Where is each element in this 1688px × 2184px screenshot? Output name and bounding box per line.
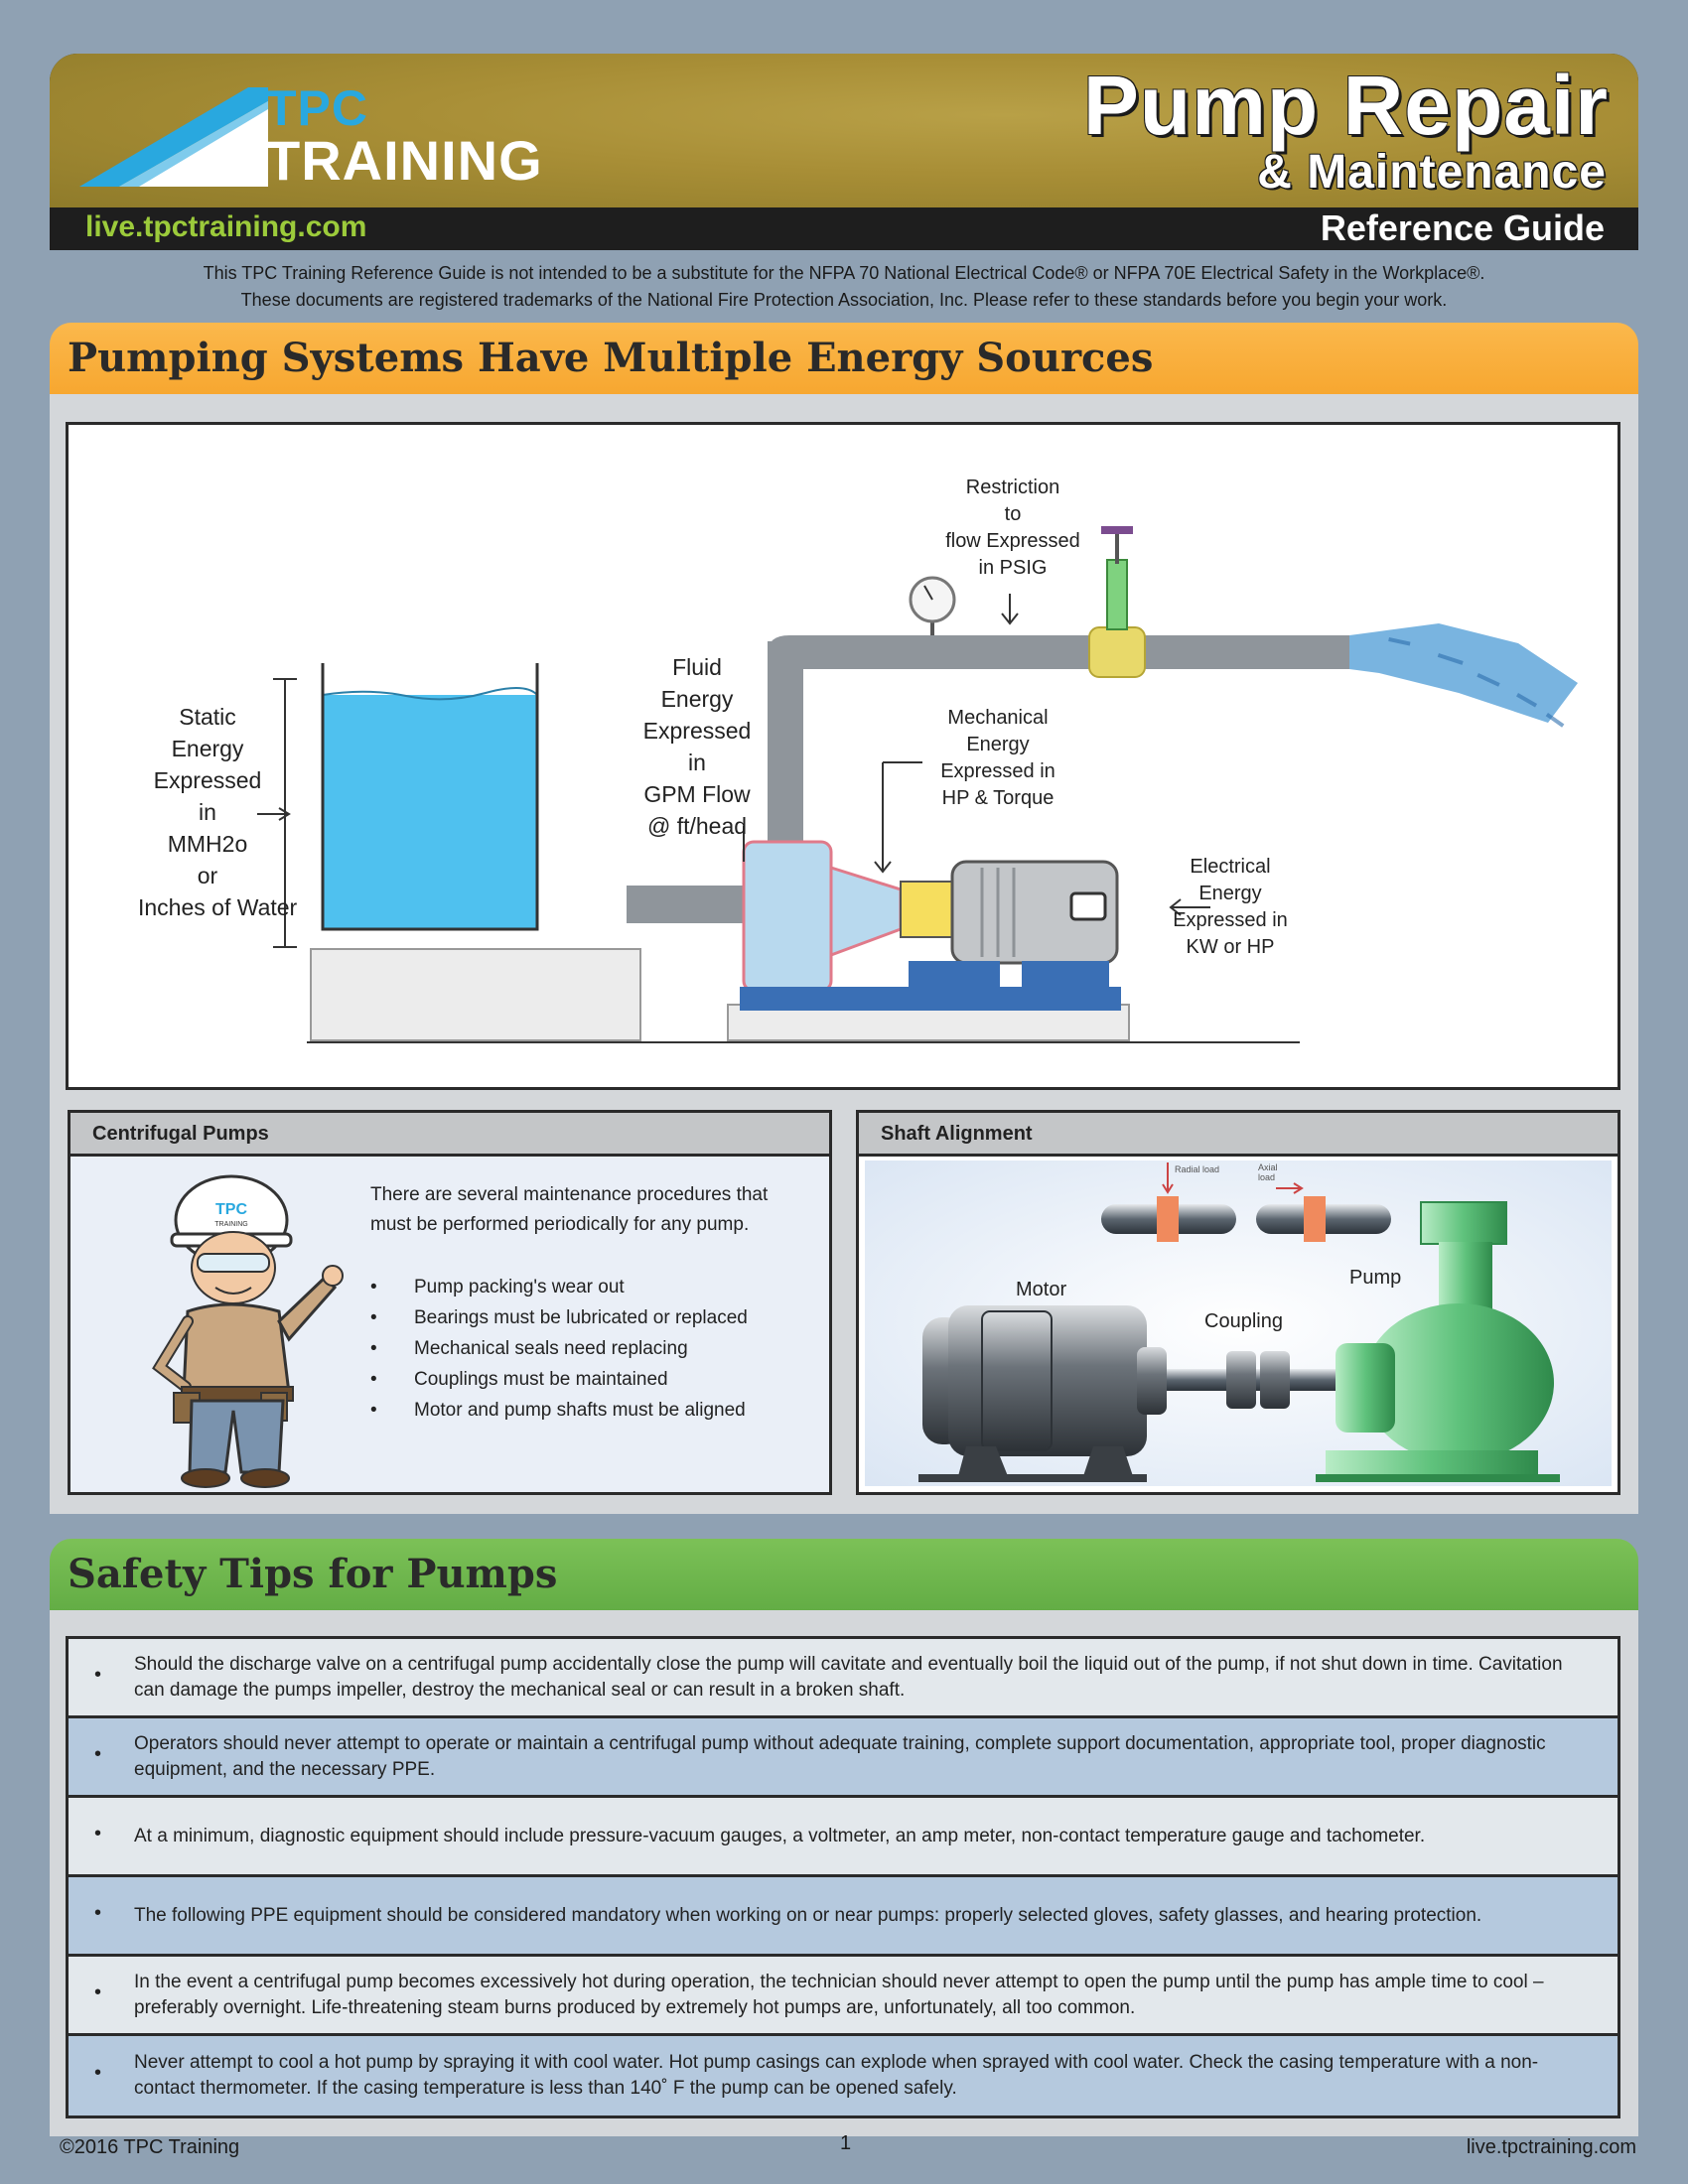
restriction-label: Restriction to flow Expressed in PSIG [928, 475, 1097, 582]
helmet-logo-subtext: TRAINING [214, 1221, 247, 1228]
header-bar [50, 207, 1638, 250]
centrifugal-pumps-body: TPC TRAINING There are several maintenan… [70, 1157, 829, 1492]
fluid-energy-line: @ ft/head [646, 813, 748, 839]
safety-tips-title: Safety Tips for Pumps [68, 1551, 558, 1597]
fluid-energy-line: Expressed [642, 718, 752, 744]
mechanical-energy-line: Energy [966, 734, 1030, 755]
centrifugal-pumps-header: Centrifugal Pumps [70, 1113, 829, 1157]
axial-load-label: Axial [1258, 1162, 1278, 1172]
list-item: Mechanical seals need replacing [370, 1333, 748, 1364]
page-number: 1 [840, 2132, 852, 2154]
bullet-icon: • [94, 1742, 102, 1765]
disclaimer: This TPC Training Reference Guide is not… [50, 260, 1638, 314]
pumping-system-illustration [257, 526, 1578, 1043]
static-energy-line: Inches of Water [138, 894, 298, 920]
safety-tips-list: • Should the discharge valve on a centri… [66, 1636, 1620, 2118]
list-item: • The following PPE equipment should be … [69, 1877, 1618, 1957]
tpc-logo-icon [79, 87, 268, 187]
electrical-energy-label: Electrical Energy Expressed in KW or HP [1121, 854, 1339, 961]
mechanical-energy-line: Expressed in [940, 760, 1055, 782]
tip-text: In the event a centrifugal pump becomes … [134, 1971, 1544, 2018]
tip-text: Should the discharge valve on a centrifu… [134, 1653, 1563, 1701]
list-item: • Operators should never attempt to oper… [69, 1718, 1618, 1798]
motor-label: Motor [1016, 1279, 1066, 1300]
mechanical-energy-line: Mechanical [947, 707, 1049, 729]
centrifugal-intro-text: There are several maintenance procedures… [370, 1184, 769, 1235]
bullet-icon: • [94, 1980, 102, 2003]
logo-training-text: TRAINING [266, 129, 543, 192]
static-energy-line: in [199, 799, 216, 825]
energy-sources-title: Pumping Systems Have Multiple Energy Sou… [68, 335, 1154, 381]
coupling-label: Coupling [1204, 1310, 1283, 1332]
footer-copyright: ©2016 TPC Training [60, 2136, 240, 2158]
bullet-icon: • [94, 2062, 102, 2085]
radial-load-label: Radial load [1175, 1164, 1219, 1174]
header-site-link[interactable]: live.tpctraining.com [85, 210, 367, 243]
restriction-line: Restriction [965, 477, 1060, 498]
list-item: • Should the discharge valve on a centri… [69, 1639, 1618, 1718]
disclaimer-line-1: This TPC Training Reference Guide is not… [203, 263, 1485, 283]
list-item: Motor and pump shafts must be aligned [370, 1395, 748, 1426]
energy-sources-header: Pumping Systems Have Multiple Energy Sou… [50, 323, 1638, 394]
footer-site-link[interactable]: live.tpctraining.com [1466, 2136, 1636, 2158]
electrical-energy-line: Energy [1198, 883, 1262, 904]
fluid-energy-label: Fluid Energy Expressed in GPM Flow @ ft/… [631, 651, 764, 842]
safety-tips-header: Safety Tips for Pumps [50, 1539, 1638, 1610]
list-item: Bearings must be lubricated or replaced [370, 1302, 748, 1333]
static-energy-line: Static [179, 704, 236, 730]
centrifugal-pumps-panel: Centrifugal Pumps TPC TRAINING [68, 1110, 832, 1495]
pumping-system-diagram: Static Energy Expressed in MMH2o or Inch… [66, 422, 1620, 1090]
static-energy-line: or [197, 863, 218, 888]
static-energy-label: Static Energy Expressed in MMH2o or Inch… [138, 701, 298, 923]
bullet-icon: • [94, 1822, 102, 1844]
restriction-line: in PSIG [978, 557, 1048, 579]
fluid-energy-line: GPM Flow [643, 781, 751, 807]
list-item: Pump packing's wear out [370, 1272, 748, 1302]
page-subtitle: & Maintenance [1257, 146, 1607, 199]
header-banner [50, 54, 1638, 207]
page-title: Pump Repair [1082, 59, 1609, 152]
list-item: • At a minimum, diagnostic equipment sho… [69, 1798, 1618, 1877]
reference-guide-label: Reference Guide [1320, 207, 1605, 248]
axial-load-label-2: load [1258, 1172, 1275, 1182]
static-energy-line: Expressed [153, 767, 262, 793]
mechanical-energy-label: Mechanical Energy Expressed in HP & Torq… [909, 705, 1087, 812]
fluid-energy-line: Energy [660, 686, 734, 712]
mechanical-energy-line: HP & Torque [941, 787, 1055, 809]
tip-text: The following PPE equipment should be co… [134, 1904, 1482, 1926]
electrical-energy-line: KW or HP [1186, 936, 1275, 958]
tip-text: Never attempt to cool a hot pump by spra… [134, 2052, 1539, 2099]
list-item: • Never attempt to cool a hot pump by sp… [69, 2036, 1618, 2116]
bullet-icon: • [94, 1901, 102, 1924]
static-energy-line: Energy [171, 736, 244, 761]
page-header: TPC TRAINING live.tpctraining.com Pump R… [50, 54, 1638, 250]
list-item: Couplings must be maintained [370, 1364, 748, 1395]
shaft-alignment-illustration: Radial load Axial load Motor Coupling Pu… [865, 1160, 1612, 1486]
fluid-energy-line: Fluid [672, 654, 722, 680]
tip-text: Operators should never attempt to operat… [134, 1732, 1546, 1780]
technician-mascot-icon: TPC TRAINING [152, 1174, 344, 1488]
shaft-alignment-panel: Shaft Alignment [856, 1110, 1620, 1495]
shaft-alignment-header: Shaft Alignment [859, 1113, 1618, 1157]
disclaimer-line-2: These documents are registered trademark… [240, 290, 1448, 310]
fluid-energy-line: in [688, 750, 706, 775]
logo-tpc-text: TPC [266, 80, 368, 136]
static-energy-line: MMH2o [167, 831, 248, 857]
tip-text: At a minimum, diagnostic equipment shoul… [134, 1825, 1426, 1846]
centrifugal-pumps-heading: Centrifugal Pumps [92, 1123, 269, 1145]
pump-label: Pump [1349, 1267, 1401, 1289]
maintenance-list: Pump packing's wear out Bearings must be… [370, 1272, 748, 1426]
list-item: • In the event a centrifugal pump become… [69, 1957, 1618, 2036]
restriction-line: flow Expressed [945, 530, 1080, 552]
helmet-logo-text: TPC [215, 1201, 247, 1218]
bullet-icon: • [94, 1663, 102, 1686]
shaft-alignment-body: Radial load Axial load Motor Coupling Pu… [859, 1157, 1618, 1492]
restriction-line: to [1004, 503, 1022, 525]
shaft-alignment-heading: Shaft Alignment [881, 1123, 1033, 1145]
electrical-energy-line: Electrical [1190, 856, 1271, 878]
electrical-energy-line: Expressed in [1173, 909, 1288, 931]
